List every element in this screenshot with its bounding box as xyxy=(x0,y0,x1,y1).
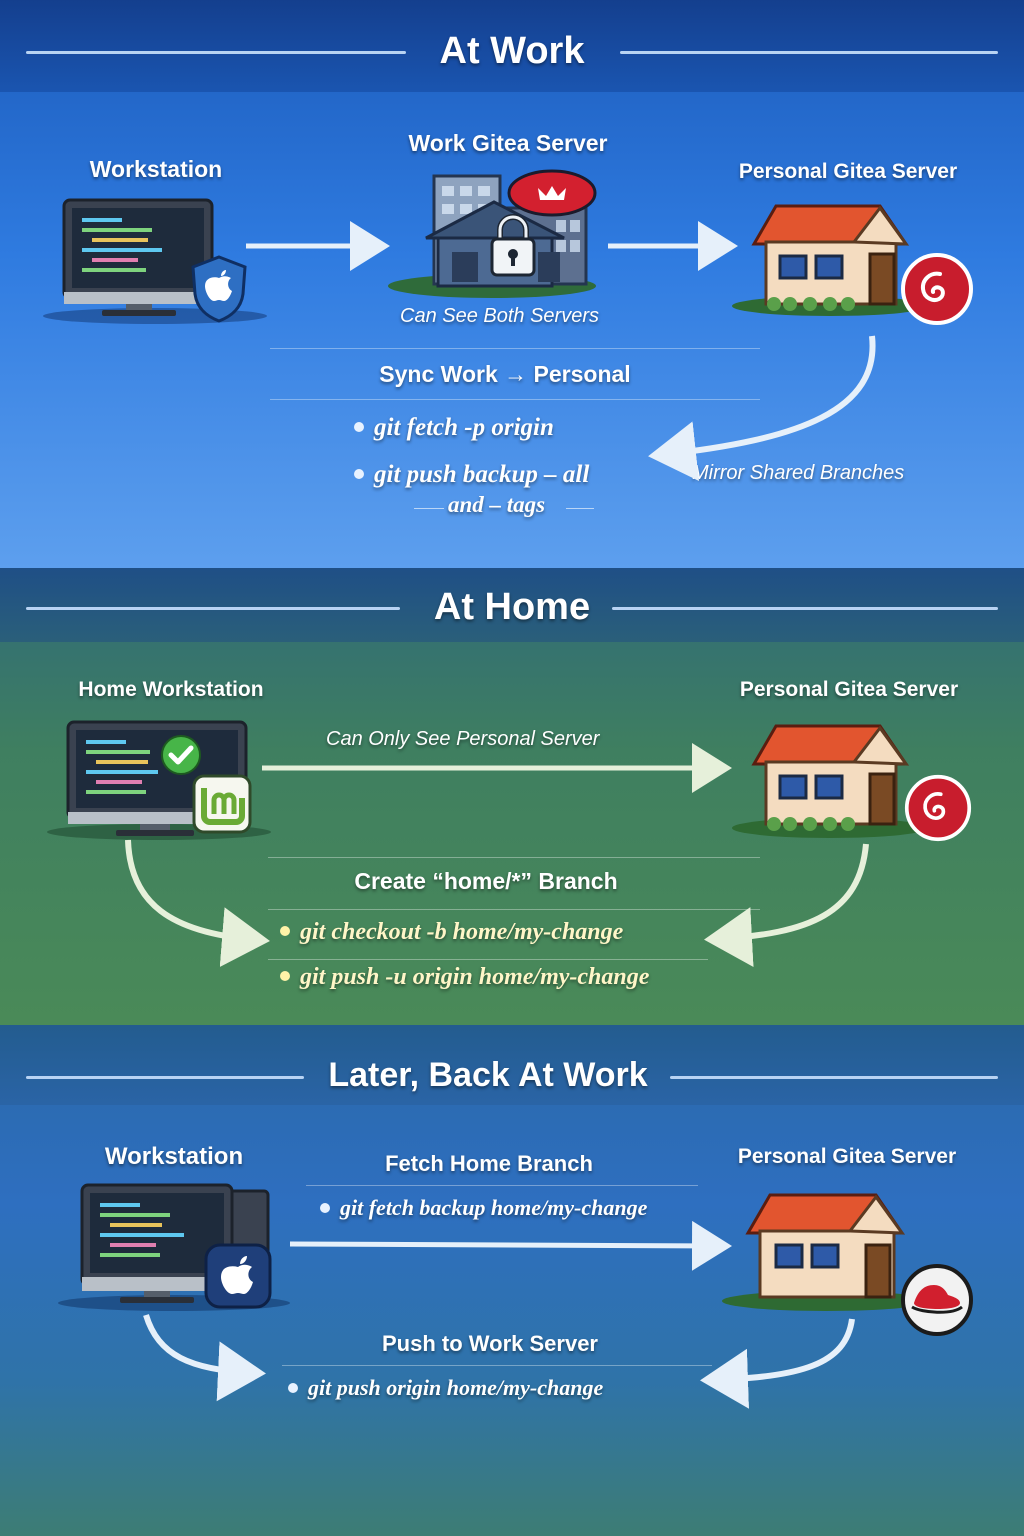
debian-swirl-icon xyxy=(901,253,973,325)
arrow-workstation-to-branch xyxy=(125,839,270,968)
lock-icon xyxy=(490,214,536,277)
bullet-icon xyxy=(280,926,290,937)
debian-swirl-icon xyxy=(904,774,972,842)
section-at-home: At Home Home Workstation Personal Gitea … xyxy=(0,568,1024,1025)
house-icon xyxy=(722,1193,930,1311)
arrow-workstation-to-push xyxy=(143,1314,266,1402)
command-text: git push backup – all xyxy=(374,461,590,488)
bullet-icon xyxy=(354,469,364,480)
fetch-heading: Fetch Home Branch xyxy=(385,1151,593,1176)
monitor-icon xyxy=(58,1183,290,1311)
branch-heading: Create “home/*” Branch xyxy=(354,868,618,894)
divider xyxy=(268,857,760,858)
divider xyxy=(270,348,760,349)
arrow-mirror-branches xyxy=(648,335,876,481)
arrow-workstation-to-personal-server xyxy=(289,1220,732,1271)
command-continuation: and – tags xyxy=(448,492,546,517)
divider xyxy=(268,959,708,960)
command-text: git push -u origin home/my-change xyxy=(300,964,650,990)
work-server-caption: Can See Both Servers xyxy=(400,305,599,327)
section-title: Later, Back At Work xyxy=(328,1056,648,1094)
bullet-icon xyxy=(320,1202,330,1213)
flow-arrows xyxy=(125,743,869,968)
personal-server-label: Personal Gitea Server xyxy=(737,1145,957,1168)
bullet-icon xyxy=(280,971,290,982)
mirror-label: Mirror Shared Branches xyxy=(692,462,905,484)
section-header: At Home xyxy=(0,568,1024,642)
check-icon xyxy=(161,735,201,775)
arrow-server-to-push xyxy=(700,1318,855,1409)
office-building-icon xyxy=(388,174,596,298)
divider xyxy=(282,1365,712,1366)
gitea-badge-icon xyxy=(507,169,597,217)
divider xyxy=(268,909,760,910)
command-line: git fetch -p origin xyxy=(354,414,554,442)
divider xyxy=(306,1185,698,1186)
visibility-label: Can Only See Personal Server xyxy=(326,728,600,750)
apple-icon xyxy=(204,1243,272,1309)
command-line: git fetch backup home/my-change xyxy=(320,1195,647,1221)
house-icon xyxy=(732,204,928,316)
header-rule-right xyxy=(612,607,998,610)
header-rule-right xyxy=(670,1076,998,1079)
command-line: git checkout -b home/my-change xyxy=(280,919,623,946)
command-line: git push origin home/my-change xyxy=(288,1375,603,1401)
flow-arrows xyxy=(246,221,876,481)
personal-server-label: Personal Gitea Server xyxy=(739,678,959,701)
header-rule-left xyxy=(26,51,406,54)
push-heading: Push to Work Server xyxy=(382,1331,598,1356)
divider xyxy=(566,508,594,509)
section-header: At Work xyxy=(0,0,1024,92)
monitor-icon xyxy=(43,198,267,324)
linux-mint-icon xyxy=(192,774,252,834)
flow-arrows xyxy=(143,1220,855,1409)
command-text: git fetch -p origin xyxy=(374,414,554,441)
command-line: git push backup – all xyxy=(354,461,589,489)
command-text: git checkout -b home/my-change xyxy=(300,919,624,945)
apple-shield-icon xyxy=(191,255,247,323)
workstation-label: Workstation xyxy=(104,1143,244,1170)
divider xyxy=(270,399,760,400)
workstation-label: Workstation xyxy=(89,156,223,182)
header-rule-left xyxy=(26,607,400,610)
sync-heading: Sync Work → Personal xyxy=(379,361,631,387)
arrow-server-to-branch xyxy=(704,843,869,968)
header-rule-left xyxy=(26,1076,304,1079)
section-at-work: At Work Workstation Work Gitea Server Pe… xyxy=(0,0,1024,568)
home-workstation-label: Home Workstation xyxy=(78,678,264,701)
section-later-back-at-work: Later, Back At Work Workstation Personal… xyxy=(0,1025,1024,1536)
personal-server-label: Personal Gitea Server xyxy=(738,160,958,183)
command-text: git push origin home/my-change xyxy=(308,1375,604,1400)
section-title: At Home xyxy=(433,586,591,628)
section-header: Later, Back At Work xyxy=(0,1025,1024,1105)
section-title: At Work xyxy=(439,30,585,72)
bullet-icon xyxy=(288,1382,298,1393)
divider xyxy=(414,508,444,509)
command-text: git fetch backup home/my-change xyxy=(340,1195,648,1220)
house-icon xyxy=(732,724,928,838)
command-line: git push -u origin home/my-change xyxy=(280,964,649,991)
header-rule-right xyxy=(620,51,998,54)
bullet-icon xyxy=(354,422,364,433)
work-server-label: Work Gitea Server xyxy=(408,130,608,156)
redhat-icon xyxy=(901,1264,973,1336)
